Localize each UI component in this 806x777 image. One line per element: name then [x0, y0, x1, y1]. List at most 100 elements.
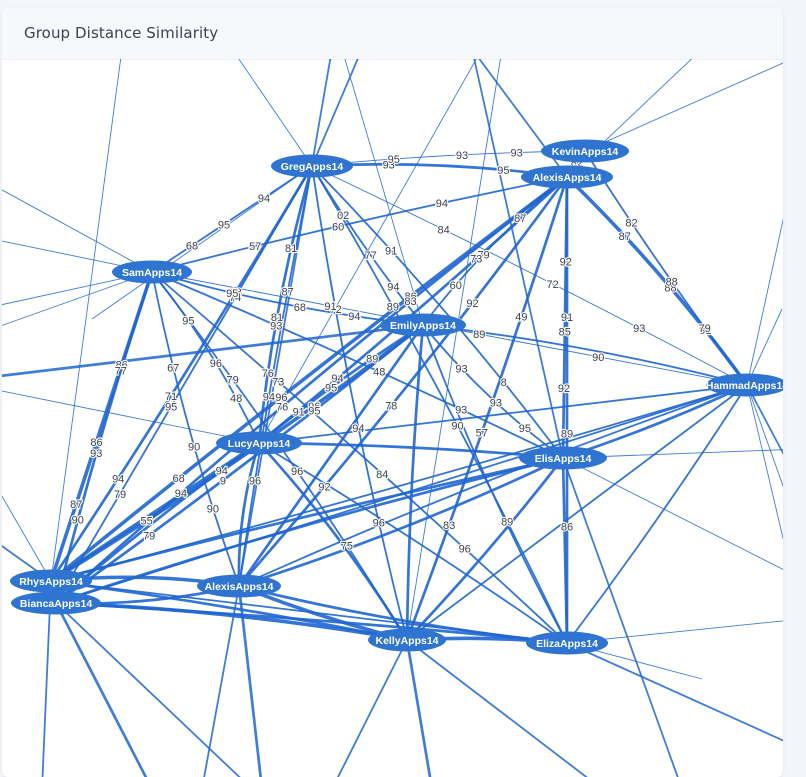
graph-edge: [311, 165, 748, 386]
node-label: RhysApps14: [19, 576, 83, 588]
node-shape[interactable]: [706, 373, 783, 397]
edge-weight-label: 77: [115, 366, 127, 378]
edge-weight-label: 96: [210, 358, 222, 370]
edge-weight-label: 91: [324, 301, 336, 313]
edge-weight-label: 90: [451, 421, 463, 433]
node-shape[interactable]: [541, 139, 629, 163]
graph-edge-partial: [91, 165, 313, 320]
edge-weight-label: 87: [70, 499, 82, 511]
graph-edge-partial: [584, 62, 783, 152]
edge-weight-label: 93: [90, 448, 102, 460]
node-shape[interactable]: [271, 154, 353, 178]
edge-weight-label: 93: [456, 150, 468, 162]
edge-weight-label: 96: [308, 401, 320, 413]
node-shape[interactable]: [10, 569, 92, 593]
graph-edge-partial: [337, 639, 408, 777]
node-label: ElizaApps14: [536, 638, 598, 650]
node-shape[interactable]: [197, 574, 281, 598]
graph-node-lucyapps14[interactable]: LucyApps14: [216, 431, 302, 455]
edge-weight-label: 94: [331, 373, 343, 385]
node-shape[interactable]: [112, 260, 192, 284]
node-label: ElisApps14: [535, 453, 592, 465]
node-shape[interactable]: [380, 313, 466, 337]
edge-weight-label: 96: [373, 517, 385, 529]
graph-node-kellyapps14[interactable]: KellyApps14: [368, 628, 446, 652]
edge-weight-label: 60: [332, 221, 344, 233]
node-shape[interactable]: [216, 431, 302, 455]
network-graph-svg[interactable]: 9395939593959468770294818176939187168949…: [2, 59, 783, 777]
edge-weight-label: 8: [501, 377, 507, 389]
node-shape[interactable]: [368, 628, 446, 652]
node-label: GregApps14: [281, 161, 344, 173]
graph-node-alexisapps14-2[interactable]: AlexisApps14: [197, 574, 281, 598]
graph-edge-partial: [2, 390, 260, 444]
edge-weight-label: 86: [90, 437, 102, 449]
card-header: Group Distance Similarity: [2, 8, 783, 60]
edge-weight-label: 95: [308, 405, 320, 417]
graph-edge: [50, 384, 748, 582]
edge-weight-label: 48: [230, 393, 242, 405]
graph-edge: [151, 271, 564, 459]
node-shape[interactable]: [526, 631, 608, 655]
graph-edge-partial: [562, 457, 783, 570]
graph-edge-partial: [2, 495, 52, 582]
edge-weight-label: 92: [318, 482, 330, 494]
graph-edge-partial: [41, 580, 52, 777]
graph-edge-partial: [562, 457, 679, 777]
edge-weight-label: 95: [497, 165, 509, 177]
graph-edge-partial: [406, 59, 501, 641]
graph-node-emilyapps14[interactable]: EmilyApps14: [380, 313, 466, 337]
graph-edge-partial: [258, 59, 477, 444]
graph-node-alexisapps14[interactable]: AlexisApps14: [521, 165, 613, 189]
edge-weight-label: 91: [385, 245, 397, 257]
graph-edge: [151, 165, 313, 273]
edge-weight-label: 68: [230, 287, 242, 299]
edge-weight-label: 9: [220, 475, 226, 487]
network-graph[interactable]: 9395939593959468770294818176939187168949…: [2, 59, 783, 777]
edge-weight-label: 74: [229, 292, 241, 304]
edge-weight-label: 95: [325, 383, 337, 395]
graph-node-kevinapps14[interactable]: KevinApps14: [541, 139, 629, 163]
edge-weight-label: 93: [270, 321, 282, 333]
graph-node-gregapps14[interactable]: GregApps14: [271, 154, 353, 178]
edge-weight-label: 96: [291, 466, 303, 478]
graph-edge: [55, 165, 313, 604]
edge-weight-label: 81: [285, 243, 297, 255]
edge-weight-label: 60: [450, 280, 462, 292]
graph-edge: [406, 384, 748, 641]
graph-edge: [422, 324, 748, 386]
graph-node-hammadapps14[interactable]: HammadApps14: [706, 373, 783, 397]
node-shape[interactable]: [11, 591, 101, 615]
graph-node-elizaapps14[interactable]: ElizaApps14: [526, 631, 608, 655]
edge-weight-label: 76: [262, 368, 274, 380]
graph-edge-partial: [406, 639, 588, 777]
graph-node-rhysapps14[interactable]: RhysApps14: [10, 569, 92, 593]
edge-weight-label: 94: [263, 392, 275, 404]
edge-weight-label: 95: [165, 401, 177, 413]
edge-weight-label: 90: [592, 352, 604, 364]
graph-edge: [405, 176, 569, 641]
edge-weight-label: 78: [385, 401, 397, 413]
edge-weight-label: 55: [140, 516, 152, 528]
graph-edge: [50, 441, 260, 583]
edge-weight-label: 57: [249, 241, 261, 253]
node-shape[interactable]: [521, 165, 613, 189]
edge-weight-label: 94: [175, 488, 187, 500]
node-label: SamApps14: [122, 267, 182, 279]
edge-weight-label: 89: [366, 353, 378, 365]
graph-edge: [566, 384, 748, 644]
graph-edge-partial: [405, 639, 432, 777]
graph-edge: [258, 441, 564, 460]
edge-weight-label: 87: [514, 213, 526, 225]
card-title: Group Distance Similarity: [24, 24, 219, 42]
node-shape[interactable]: [519, 446, 607, 470]
node-label: AlexisApps14: [205, 581, 274, 593]
graph-node-samapps14[interactable]: SamApps14: [112, 260, 192, 284]
graph-node-biancaapps14[interactable]: BiancaApps14: [11, 591, 101, 615]
graph-edge-partial: [473, 59, 564, 459]
edge-weight-label: 96: [459, 544, 471, 556]
edge-weight-label: 94: [436, 198, 448, 210]
edge-weight-label: 68: [172, 473, 184, 485]
graph-node-elisapps14[interactable]: ElisApps14: [519, 446, 607, 470]
node-label: KevinApps14: [552, 146, 619, 158]
